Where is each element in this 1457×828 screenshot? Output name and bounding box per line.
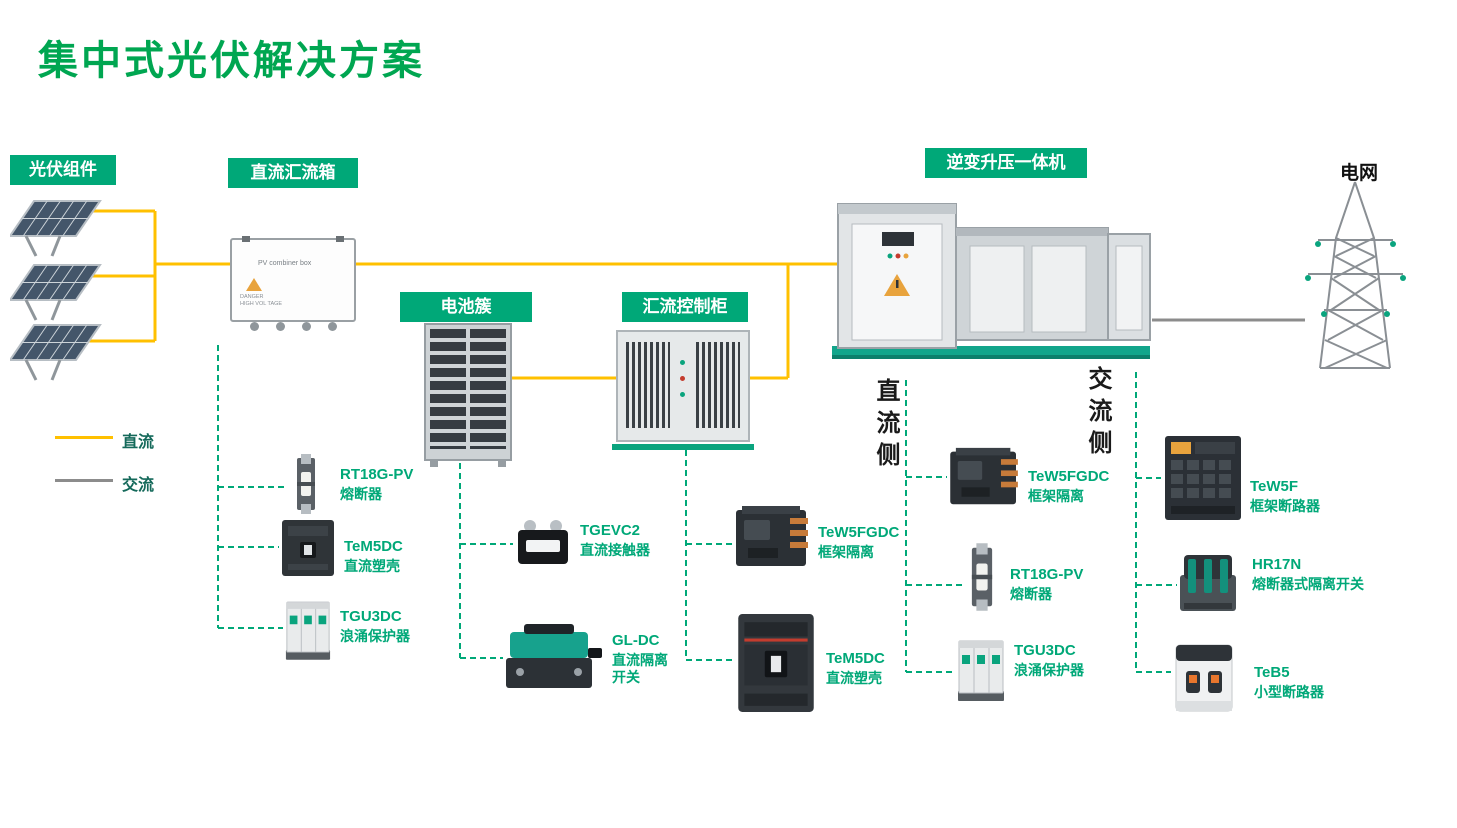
dc-side-label: 直流侧: [872, 378, 899, 474]
badge-combiner-control-cabinet: 汇流控制柜: [622, 292, 748, 322]
danger-line2: HIGH VOL TAGE: [240, 301, 283, 308]
frame-breaker-icon: [1165, 436, 1241, 520]
label-tew5fgdc-2: TeW5FGDC 框架隔离: [1028, 468, 1110, 504]
mccb-icon: [738, 614, 814, 712]
component-rt18g-pv-fuse-1: [289, 454, 323, 514]
solar-panel-icon: [8, 264, 102, 321]
surge-protector-icon: [958, 640, 1004, 701]
battery-cluster-image: [424, 323, 512, 467]
cable-gland: [250, 322, 259, 331]
pv-to-bus-lines: [88, 209, 231, 343]
vent-panel-right: [696, 342, 740, 428]
battery-rack-frame: [466, 329, 470, 449]
page-title: 集中式光伏解决方案: [38, 39, 425, 83]
indicator-led: [680, 376, 685, 381]
combiner-control-cabinet-image: [612, 330, 754, 450]
badge-pv-modules: 光伏组件: [10, 155, 116, 185]
label-tgu3dc-1: TGU3DC 浪涌保护器: [340, 608, 410, 644]
inverter-booster-station-image: [830, 198, 1155, 366]
mccb-icon: [282, 520, 334, 576]
solar-panel-icon: [8, 200, 102, 257]
cable-gland: [276, 322, 285, 331]
badge-inverter-booster-unit: 逆变升压一体机: [925, 148, 1087, 178]
component-tem5dc-mccb-1: [280, 518, 336, 578]
label-hr17n: HR17N 熔断器式隔离开关: [1252, 556, 1364, 592]
label-rt18g-pv-1: RT18G-PV 熔断器: [340, 466, 414, 502]
component-gl-dc-isolator: [504, 618, 604, 698]
solar-panel-icon: [8, 324, 102, 381]
solar-panel-3: [8, 322, 102, 384]
solar-panel-2: [8, 262, 102, 324]
dc-contactor-icon: [518, 520, 568, 564]
label-tem5dc-2: TeM5DC 直流塑壳: [826, 650, 885, 686]
rack-foot: [498, 459, 506, 467]
badge-dc-combiner-box: 直流汇流箱: [228, 158, 358, 188]
dc-combiner-box-image: PV combiner box DANGER HIGH VOL TAGE: [230, 236, 356, 331]
combiner-box-label-text: PV combiner box: [258, 260, 312, 267]
label-teb5: TeB5 小型断路器: [1254, 664, 1324, 700]
fuse-holder-icon: [971, 543, 993, 611]
solar-panel-1: [8, 198, 102, 260]
indicator-led: [680, 392, 685, 397]
fuse-holder-icon: [297, 454, 315, 514]
label-tew5f: TeW5F 框架断路器: [1250, 478, 1320, 514]
label-tew5fgdc-1: TeW5FGDC 框架隔离: [818, 524, 900, 560]
dc-side-component-links: [905, 380, 962, 673]
vent-panel-left: [626, 342, 670, 428]
frame-isolator-icon: [950, 447, 1018, 505]
frame-isolator-icon: [736, 506, 808, 566]
control-cabinet-component-links: [685, 450, 733, 661]
cabinet-riser-line: [750, 264, 790, 380]
component-tgu3dc-spd-1: [284, 598, 332, 662]
combiner-component-links: [217, 345, 287, 629]
label-gl-dc: GL-DC 直流隔离 开关: [612, 632, 668, 686]
hinge: [336, 236, 344, 242]
fuse-disconnector-icon: [1180, 555, 1236, 611]
indicator-led: [680, 360, 685, 365]
ac-side-label: 交流侧: [1084, 366, 1111, 462]
component-tew5fgdc-acb-2: [948, 446, 1022, 508]
legend-ac-label: 交流: [122, 477, 155, 494]
surge-protector-icon: [285, 601, 331, 660]
legend-dc-line: [55, 436, 113, 439]
component-tew5fgdc-acb-1: [734, 504, 812, 570]
component-tgu3dc-spd-2: [956, 636, 1006, 704]
label-tgevc2: TGEVC2 直流接触器: [580, 522, 650, 558]
grid-tower-image: [1298, 178, 1413, 373]
component-tgevc2-contactor: [514, 516, 572, 568]
badge-battery-cluster: 电池簇: [400, 292, 532, 322]
transmission-tower-drawing: [1305, 181, 1406, 369]
rack-foot: [430, 459, 438, 467]
cable-gland: [328, 322, 337, 331]
component-rt18g-pv-fuse-2: [964, 542, 1000, 612]
component-teb5-mcb: [1172, 638, 1236, 716]
cable-gland: [302, 322, 311, 331]
cabinet-base: [612, 444, 754, 450]
danger-line1: DANGER: [240, 294, 264, 300]
component-tem5dc-mccb-2: [734, 612, 818, 714]
label-rt18g-pv-2: RT18G-PV 熔断器: [1010, 566, 1084, 602]
label-tgu3dc-2: TGU3DC 浪涌保护器: [1014, 642, 1084, 678]
legend-ac-line: [55, 479, 113, 482]
inverter-station-drawing: [832, 203, 1151, 359]
component-tew5f-acb: [1162, 432, 1244, 524]
grid-label: 电网: [1340, 163, 1379, 184]
miniature-breaker-icon: [1175, 644, 1233, 712]
legend-dc-label: 直流: [122, 434, 155, 451]
hinge: [242, 236, 250, 242]
warning-triangle-icon: [246, 278, 262, 291]
label-tem5dc-1: TeM5DC 直流塑壳: [344, 538, 403, 574]
danger-text: DANGER HIGH VOL TAGE: [240, 294, 282, 308]
component-hr17n-fuse-switch: [1178, 544, 1238, 616]
dc-isolator-switch-icon: [506, 624, 602, 688]
